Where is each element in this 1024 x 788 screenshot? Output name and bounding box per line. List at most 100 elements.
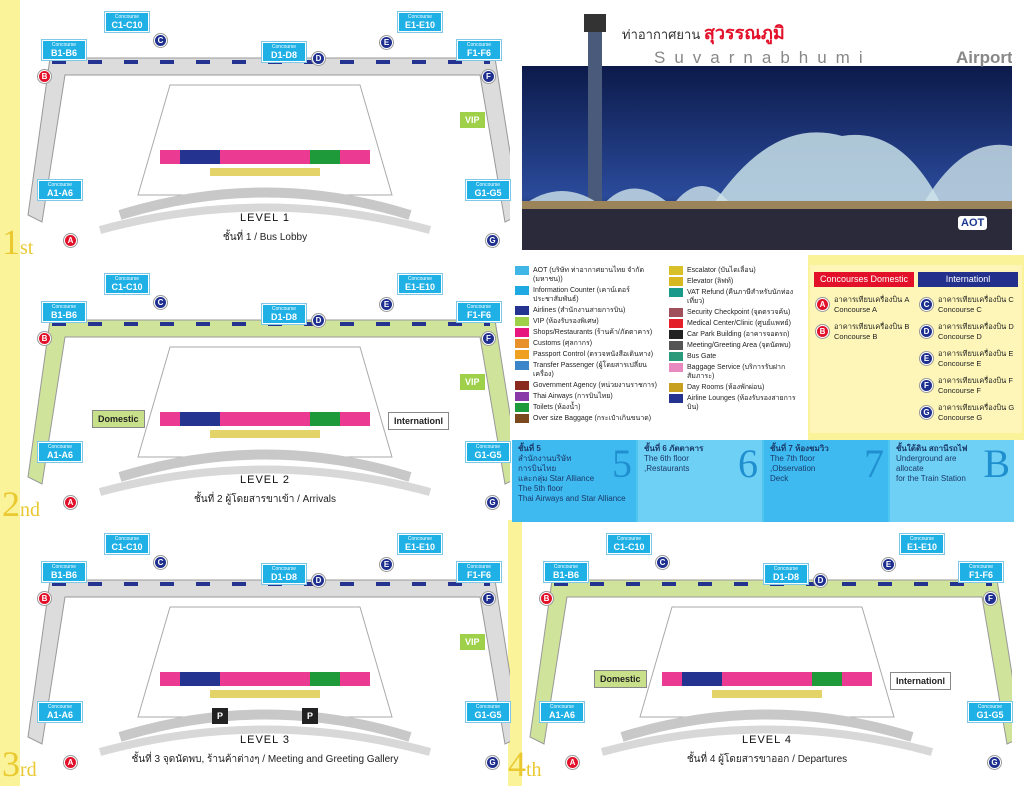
floor-line: The 7th floor ,Observation (770, 454, 816, 473)
legend-label: Passport Control (ตรวจหนังสือเดินทาง) (533, 351, 654, 358)
concourse-tag-gates: E1-E10 (404, 282, 436, 292)
concourse-tag-gates: D1-D8 (270, 50, 297, 60)
left-yellow-stripe (0, 0, 20, 786)
concourse-badge-icon: F (920, 379, 933, 392)
concourse-d-badge-icon: D (312, 314, 325, 327)
concourse-en: Concourse G (938, 413, 983, 422)
floor-line: ชั้นใต้ดิน สถานีรถไฟ (896, 444, 968, 453)
day-room-icon (669, 383, 683, 392)
floor-line: และกลุ่ม Star Alliance (518, 474, 595, 483)
concourse-thai: อาคารเทียบเครื่องบิน A (834, 295, 910, 304)
passport-icon (515, 350, 529, 359)
concourse-tag-gates: E1-E10 (404, 20, 436, 30)
legend-item: Toilets (ห้องน้ำ) (515, 403, 665, 412)
concourse-tag-gates: D1-D8 (772, 572, 799, 582)
legend-label: Toilets (ห้องน้ำ) (533, 404, 581, 411)
level-ordinal: 2nd (2, 486, 40, 528)
concourse-thai: อาคารเทียบเครื่องบิน C (938, 295, 1014, 304)
area-label-vip: VIP (460, 374, 485, 390)
level-title: LEVEL 3 (239, 734, 290, 746)
concourse-tag-caption: Concourse (466, 304, 492, 310)
level-ordinal: 3rd (2, 746, 37, 788)
floor-plan-drawing (529, 579, 1012, 756)
concourse-e-badge-icon: E (380, 558, 393, 571)
title-english: Suvarnabhumi (654, 48, 872, 67)
concourse-tag-caption: Concourse (47, 704, 73, 710)
baggage-icon (515, 414, 529, 423)
concourse-f-badge-icon: F (984, 592, 997, 605)
concourse-e-badge-icon: E (882, 558, 895, 571)
legend-item: VAT Refund (คืนภาษีสำหรับนักท่องเที่ยว) (669, 288, 807, 306)
concourse-tag-caption: Concourse (47, 182, 73, 188)
concourse-tag-caption: Concourse (51, 304, 77, 310)
legend-label: Escalator (บันไดเลื่อน) (687, 267, 756, 274)
legend-item: Elevator (ลิฟท์) (669, 277, 807, 286)
thai-airways-icon (515, 392, 529, 401)
floor-plan-drawing (27, 579, 510, 756)
legend-item: AOT (บริษัท ท่าอากาศยานไทย จำกัด (มหาชน)… (515, 266, 665, 284)
airline-icon (515, 306, 529, 315)
concourse-b-badge-icon: B (540, 592, 553, 605)
legend-label: Transfer Passenger (ผู้โดยสารเปลี่ยนเครื… (533, 362, 647, 378)
concourse-e-badge-icon: E (380, 298, 393, 311)
concourse-tag-caption: Concourse (773, 566, 799, 572)
concourse-tag-caption: Concourse (968, 564, 994, 570)
legend-label: Airlines (สำนักงานสายการบิน) (533, 307, 626, 314)
concourse-thai: อาคารเทียบเครื่องบิน D (938, 322, 1014, 331)
concourse-badge-icon: G (920, 406, 933, 419)
floor-line: ชั้นที่ 5 (518, 444, 541, 453)
legend-item: VIP (ห้องรับรองพิเศษ) (515, 317, 665, 326)
concourse-tag-gates: G1-G5 (474, 450, 502, 460)
concourse-thai: อาคารเทียบเครื่องบิน B (834, 322, 910, 331)
legend-label: Medical Center/Clinic (ศูนย์แพทย์) (687, 320, 791, 327)
control-tower-cab (584, 14, 606, 32)
concourse-tag-caption: Concourse (271, 306, 297, 312)
aot-logo: AOT (958, 216, 988, 230)
concourse-tag-gates: C1-C10 (111, 542, 143, 552)
concourse-badge-icon: B (816, 325, 829, 338)
concourse-a-badge-icon: A (64, 756, 77, 769)
legend-label: Day Rooms (ห้องพักผ่อน) (687, 384, 765, 391)
aot-logo-text: AOT (961, 217, 985, 229)
concourse-en: Concourse A (834, 305, 877, 314)
security-icon (669, 308, 683, 317)
concourse-tag-caption: Concourse (51, 564, 77, 570)
level-ordinal: 1st (2, 224, 33, 266)
concourse-f-badge-icon: F (482, 332, 495, 345)
concourse-tag-caption: Concourse (47, 444, 73, 450)
floor-line: สำนักงานบริษัทการบินไทย (518, 454, 572, 473)
concourse-tag-gates: B1-B6 (552, 570, 579, 580)
center-yellow-stripe (508, 520, 522, 786)
concourse-tag-gates: G1-G5 (474, 710, 502, 720)
concourse-c-badge-icon: C (154, 34, 167, 47)
concourse-tag-gates: D1-D8 (270, 312, 297, 322)
concourse-tag-gates: B1-B6 (50, 570, 77, 580)
concourse-tag-gates: F1-F6 (466, 570, 491, 580)
legend-item: Information Counter (เคาน์เตอร์ประชาสัมพ… (515, 286, 665, 304)
level-caption: ชั้นที่ 1 / Bus Lobby (222, 232, 308, 243)
concourse-f-badge-icon: F (482, 592, 495, 605)
concourse-tag-caption: Concourse (553, 564, 579, 570)
concourse-c-badge-icon: C (154, 296, 167, 309)
concourse-d-badge-icon: D (814, 574, 827, 587)
concourse-a-badge-icon: A (566, 756, 579, 769)
airport-photo: ท่าอากาศยาน สุวรรณภูมิ Suvarnabhumi Airp… (522, 6, 1012, 250)
level-caption: ชั้นที่ 2 ผู้โดยสารขาเข้า / Arrivals (194, 494, 336, 505)
ordinal-suffix: nd (20, 499, 40, 521)
concourse-thai: อาคารเทียบเครื่องบิน G (938, 403, 1015, 412)
